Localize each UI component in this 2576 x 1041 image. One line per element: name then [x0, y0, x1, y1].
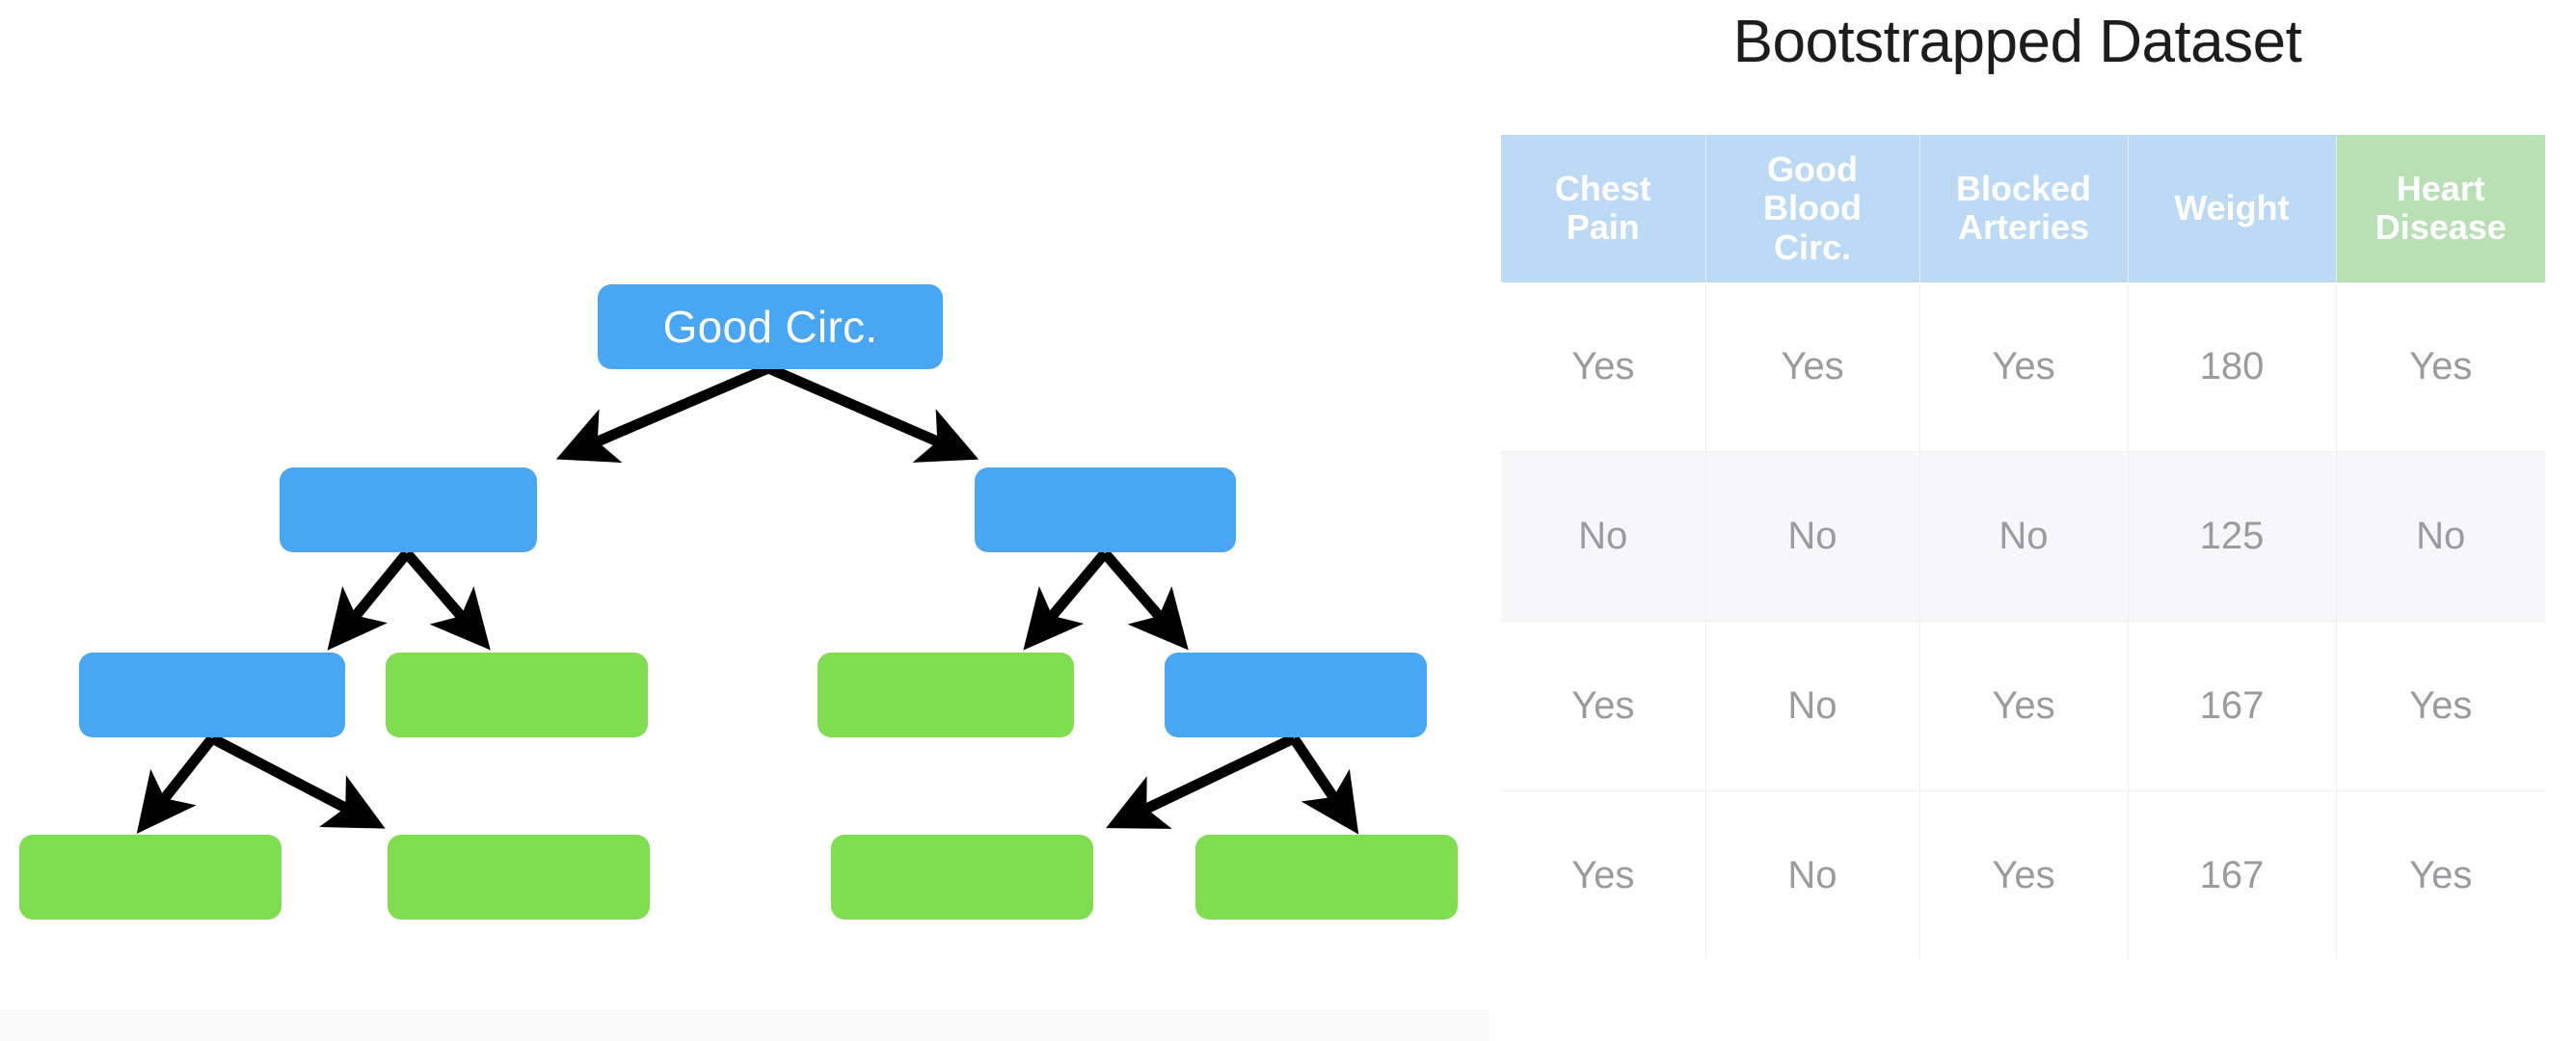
- cell-weight: 125: [2128, 451, 2337, 622]
- bottom-divider: [0, 1010, 1489, 1041]
- cell-weight: 167: [2128, 790, 2337, 960]
- column-header-blocked-arteries[interactable]: Blocked Arteries: [1919, 135, 2129, 282]
- tree-leaf-2[interactable]: [388, 835, 650, 920]
- tree-node-level1-right[interactable]: [975, 467, 1236, 552]
- table-row[interactable]: Yes No Yes 167 Yes: [1501, 621, 2545, 791]
- edge-n1-right: [402, 549, 491, 651]
- tree-node-root[interactable]: Good Circ.: [598, 284, 943, 369]
- column-header-chest-pain-line1: Chest: [1554, 169, 1651, 209]
- tree-arrows-layer: [136, 362, 1359, 835]
- cell-chest-pain: Yes: [1501, 790, 1706, 960]
- tree-node-level2-c[interactable]: [818, 653, 1074, 737]
- table-body: Yes Yes Yes 180 Yes No No No 125 No Yes …: [1501, 281, 2545, 960]
- edge-n6-left: [1106, 734, 1297, 829]
- column-header-heart-disease-line1: Heart: [2396, 169, 2485, 209]
- cell-good-blood-circ: Yes: [1705, 281, 1920, 452]
- cell-good-blood-circ: No: [1705, 790, 1920, 960]
- cell-chest-pain: Yes: [1501, 281, 1706, 452]
- tree-node-root-label: Good Circ.: [662, 302, 878, 352]
- cell-heart-disease: No: [2336, 451, 2545, 622]
- cell-heart-disease: Yes: [2336, 790, 2545, 960]
- column-header-blocked-arteries-line2: Arteries: [1957, 207, 2090, 248]
- tree-node-level2-b[interactable]: [386, 653, 648, 737]
- tree-leaf-3[interactable]: [831, 835, 1093, 920]
- edge-root-right: [765, 362, 979, 463]
- cell-heart-disease: Yes: [2336, 621, 2545, 791]
- tree-node-level2-a[interactable]: [79, 653, 345, 737]
- cell-heart-disease: Yes: [2336, 281, 2545, 452]
- cell-weight: 167: [2128, 621, 2337, 791]
- cell-good-blood-circ: No: [1705, 451, 1920, 622]
- tree-leaf-4[interactable]: [1195, 835, 1458, 920]
- cell-blocked-arteries: Yes: [1919, 281, 2129, 452]
- cell-weight: 180: [2128, 281, 2337, 452]
- edge-n2-right: [1100, 549, 1189, 651]
- column-header-chest-pain[interactable]: Chest Pain: [1501, 135, 1706, 282]
- edge-n1-left: [327, 549, 412, 651]
- column-header-chest-pain-line2: Pain: [1566, 207, 1640, 248]
- column-header-good-blood-circ-line3: Circ.: [1773, 227, 1852, 267]
- column-header-good-blood-circ-line2: Blood: [1763, 188, 1862, 228]
- table-row[interactable]: No No No 125 No: [1501, 451, 2545, 622]
- column-header-weight[interactable]: Weight: [2128, 135, 2337, 282]
- tree-node-level1-left[interactable]: [280, 467, 537, 552]
- cell-good-blood-circ: No: [1705, 621, 1920, 791]
- column-header-good-blood-circ[interactable]: Good Blood Circ.: [1705, 135, 1920, 282]
- edge-root-left: [555, 362, 771, 464]
- table-header: Chest Pain Good Blood Circ. Blocked Arte…: [1501, 135, 2545, 282]
- edge-n6-right: [1289, 734, 1359, 835]
- cell-blocked-arteries: No: [1919, 451, 2129, 622]
- column-header-heart-disease[interactable]: Heart Disease: [2336, 135, 2545, 282]
- table-row[interactable]: Yes No Yes 167 Yes: [1501, 790, 2545, 960]
- cell-chest-pain: Yes: [1501, 621, 1706, 791]
- table-row[interactable]: Yes Yes Yes 180 Yes: [1501, 281, 2545, 452]
- column-header-blocked-arteries-line1: Blocked: [1955, 169, 2092, 209]
- cell-chest-pain: No: [1501, 451, 1706, 622]
- tree-node-level2-d[interactable]: [1165, 653, 1427, 737]
- decision-tree-panel: Good Circ.: [0, 284, 1489, 1041]
- tree-leaf-1[interactable]: [19, 835, 282, 920]
- edge-n3-left: [136, 734, 217, 834]
- bootstrapped-dataset-panel: Bootstrapped Dataset Chest Pain Good Blo…: [1489, 0, 2576, 1041]
- bootstrapped-dataset-table: Chest Pain Good Blood Circ. Blocked Arte…: [1501, 135, 2545, 960]
- column-header-heart-disease-line2: Disease: [2375, 207, 2507, 248]
- cell-blocked-arteries: Yes: [1919, 621, 2129, 791]
- column-header-weight-line1: Weight: [2174, 188, 2290, 228]
- column-header-good-blood-circ-line1: Good: [1767, 149, 1858, 189]
- page-title: Bootstrapped Dataset: [1732, 9, 2302, 75]
- cell-blocked-arteries: Yes: [1919, 790, 2129, 960]
- table-header-row: Chest Pain Good Blood Circ. Blocked Arte…: [1501, 135, 2545, 282]
- edge-n2-left: [1023, 549, 1110, 651]
- edge-n3-right: [209, 734, 386, 829]
